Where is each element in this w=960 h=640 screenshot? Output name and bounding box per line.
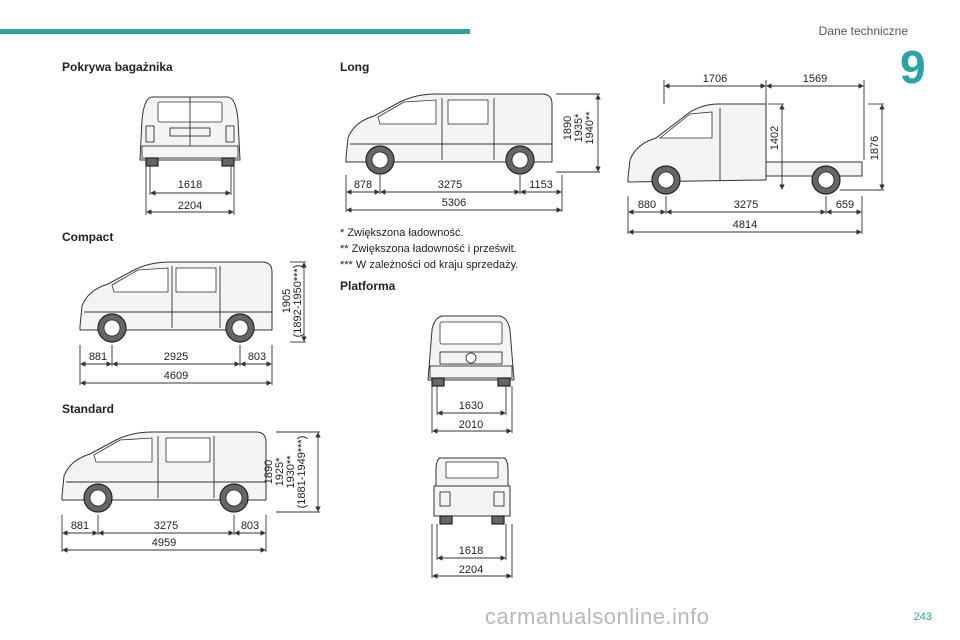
- platform-rear-view: 1618 2204: [431, 457, 513, 579]
- platform-dim-wheelbase: 3275: [734, 199, 758, 211]
- platform-dim-length: 4814: [733, 219, 757, 231]
- long-dim-length: 5306: [442, 197, 466, 209]
- platform-dim-rear: 659: [836, 199, 854, 211]
- platform-side-view: 1706 1569 1402 1876 880 3275 659 4814: [627, 73, 885, 235]
- heading-long: Long: [340, 60, 370, 74]
- standard-dim-rear: 803: [241, 520, 259, 532]
- heading-standard: Standard: [62, 402, 115, 416]
- standard-height-3: 1930**: [285, 455, 297, 489]
- long-height-2: 1935*: [573, 113, 585, 142]
- platform-dim-front: 880: [638, 199, 656, 211]
- watermark: carmanualsonline.info: [485, 604, 710, 629]
- note-1: * Zwiększona ładowność.: [340, 227, 464, 239]
- platform-front-dim-track: 1630: [459, 400, 483, 412]
- tailgate-rear-view: 1618 2204: [139, 96, 241, 215]
- platform-height-total: 1876: [869, 136, 881, 160]
- standard-dim-wheelbase: 3275: [154, 520, 178, 532]
- heading-tailgate: Pokrywa bagażnika: [62, 60, 173, 74]
- page-number: 243: [913, 611, 932, 623]
- standard-side-view: 881 3275 803 4959 1890 1925* 1930** (188…: [61, 431, 321, 553]
- platform-front-dim-width: 2010: [459, 419, 483, 431]
- long-dim-wheelbase: 3275: [438, 179, 462, 191]
- platform-height-bed: 1402: [769, 126, 781, 150]
- long-height-3: 1940**: [584, 111, 596, 145]
- standard-height-1: 1890: [263, 460, 275, 484]
- compact-dim-rear: 803: [248, 351, 266, 363]
- compact-dim-front: 881: [89, 351, 107, 363]
- long-dim-rear: 1153: [529, 179, 553, 191]
- header-accent-bar: [0, 29, 470, 34]
- note-3: *** W zależności od kraju sprzedaży.: [340, 259, 519, 271]
- long-height-1: 1890: [562, 116, 574, 140]
- standard-dim-length: 4959: [152, 537, 176, 549]
- standard-height-2: 1925*: [274, 457, 286, 486]
- tailgate-dim-width: 1618: [178, 179, 202, 191]
- heading-compact: Compact: [62, 230, 114, 244]
- note-2: ** Zwiększona ładowność i prześwit.: [340, 243, 517, 255]
- compact-dim-length: 4609: [164, 370, 188, 382]
- compact-side-view: 881 2925 803 4609 1905 (1892-1950***): [79, 261, 307, 386]
- section-title: Dane techniczne: [818, 24, 908, 38]
- tailgate-dim-total: 2204: [178, 200, 202, 212]
- compact-height-2: (1892-1950***): [292, 265, 304, 338]
- long-dim-front: 878: [354, 179, 372, 191]
- compact-height-1: 1905: [281, 289, 293, 313]
- standard-height-4: (1881-1949***): [296, 436, 308, 509]
- long-side-view: 878 3275 1153 5306 1890 1935* 1940**: [345, 93, 601, 213]
- chapter-number: 9: [900, 41, 926, 93]
- compact-dim-wheelbase: 2925: [164, 351, 188, 363]
- heading-platform: Platforma: [340, 279, 396, 293]
- platform-front-view: 1630 2010: [427, 315, 515, 434]
- platform-rear-dim-track: 1618: [459, 545, 483, 557]
- standard-dim-front: 881: [71, 520, 89, 532]
- platform-dim-bed: 1569: [803, 73, 827, 85]
- platform-rear-dim-width: 2204: [459, 564, 483, 576]
- platform-dim-cab: 1706: [703, 73, 727, 85]
